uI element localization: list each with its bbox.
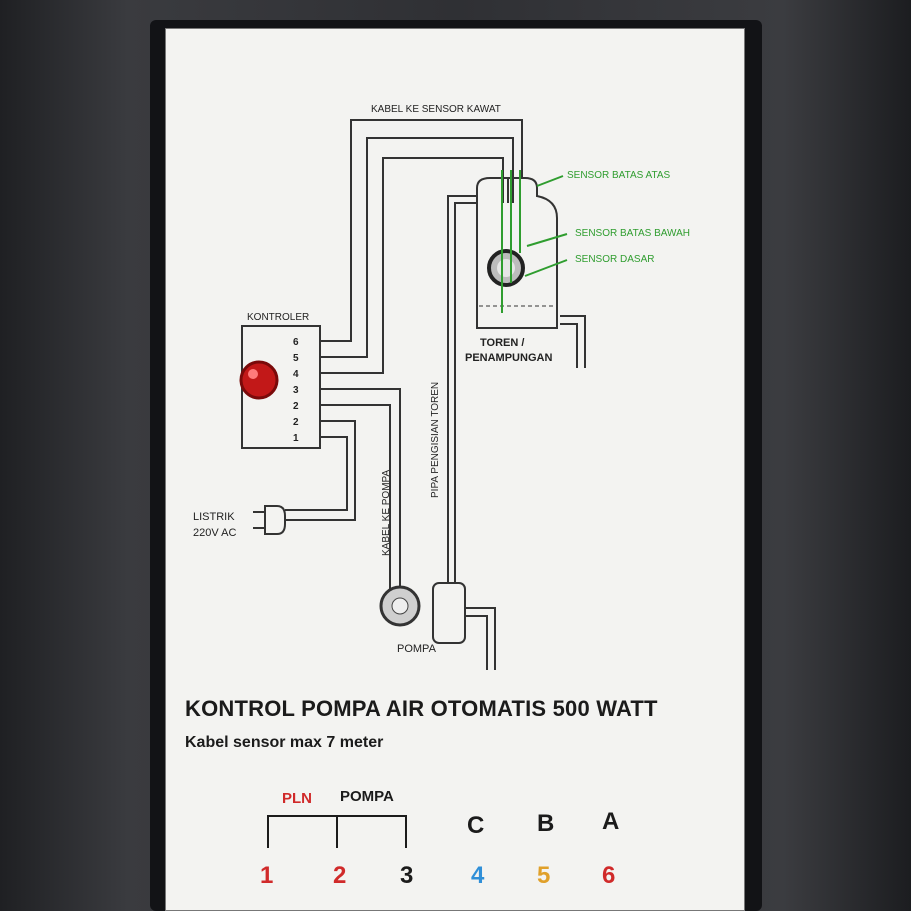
fill-pipe bbox=[454, 202, 477, 583]
label-kabel-sensor: KABEL KE SENSOR KAWAT bbox=[371, 104, 501, 115]
terminal-number: 6 bbox=[293, 337, 299, 348]
pump-cable-b bbox=[321, 404, 391, 593]
label-toren-1: TOREN / bbox=[480, 337, 524, 349]
page-subtitle: Kabel sensor max 7 meter bbox=[185, 734, 384, 751]
legend-number-1: 1 bbox=[260, 862, 274, 889]
label-pipa: PIPA PENGISIAN TOREN bbox=[430, 382, 441, 498]
pump-body bbox=[432, 582, 466, 644]
terminal-number: 2 bbox=[293, 417, 299, 428]
legend-number-5: 5 bbox=[537, 862, 551, 889]
terminal-number: 4 bbox=[293, 369, 299, 380]
label-kabel-pompa: KABEL KE POMPA bbox=[381, 470, 392, 556]
diagram-card: KONTROLER 6 5 4 3 2 2 1 bbox=[165, 28, 745, 911]
legend-brackets bbox=[267, 815, 407, 848]
terminal-numbers: 6 5 4 3 2 2 1 bbox=[293, 337, 299, 444]
label-listrik-1: LISTRIK bbox=[193, 511, 235, 523]
legend-number-4: 4 bbox=[471, 862, 485, 889]
controller-title: KONTROLER bbox=[247, 312, 309, 323]
power-cable-b bbox=[285, 436, 348, 511]
label-pompa: POMPA bbox=[397, 643, 437, 655]
legend-pompa: POMPA bbox=[340, 788, 394, 805]
terminal-number: 3 bbox=[293, 385, 299, 396]
label-listrik-2: 220V AC bbox=[193, 527, 236, 539]
terminal-number: 5 bbox=[293, 353, 299, 364]
tank-outlet-pipe bbox=[560, 315, 586, 368]
wiring-diagram: KONTROLER 6 5 4 3 2 2 1 bbox=[193, 104, 690, 670]
label-sensor-dasar: SENSOR DASAR bbox=[575, 254, 654, 265]
sensor-cable-6 bbox=[321, 119, 523, 342]
label-sensor-bawah: SENSOR BATAS BAWAH bbox=[575, 228, 690, 239]
label-sensor-atas: SENSOR BATAS ATAS bbox=[567, 170, 671, 181]
led-highlight bbox=[248, 369, 258, 379]
sensor-wires bbox=[501, 170, 568, 313]
legend-number-2: 2 bbox=[333, 862, 347, 889]
legend-pln: PLN bbox=[282, 790, 312, 807]
tank-viewport-inner bbox=[497, 259, 515, 277]
pump-motor-inner bbox=[391, 597, 409, 615]
legend-number-3: 3 bbox=[400, 862, 414, 889]
legend-letter-b: B bbox=[537, 810, 555, 837]
fill-pipe-inner bbox=[447, 195, 477, 583]
legend-letter-a: A bbox=[602, 808, 620, 835]
terminal-number: 2 bbox=[293, 401, 299, 412]
power-cable-a bbox=[285, 420, 356, 521]
tank-outline bbox=[476, 177, 558, 329]
terminal-number: 1 bbox=[293, 433, 299, 444]
label-toren-2: PENAMPUNGAN bbox=[465, 352, 552, 364]
controller-led bbox=[239, 360, 279, 400]
page-title: KONTROL POMPA AIR OTOMATIS 500 WATT bbox=[185, 696, 658, 721]
legend-letter-c: C bbox=[467, 812, 485, 839]
pump-cable-a bbox=[321, 388, 401, 593]
pump-outlet-pipe bbox=[465, 607, 496, 670]
sensor-cable-5 bbox=[321, 137, 514, 358]
power-plug bbox=[264, 505, 286, 535]
legend-number-6: 6 bbox=[602, 862, 616, 889]
